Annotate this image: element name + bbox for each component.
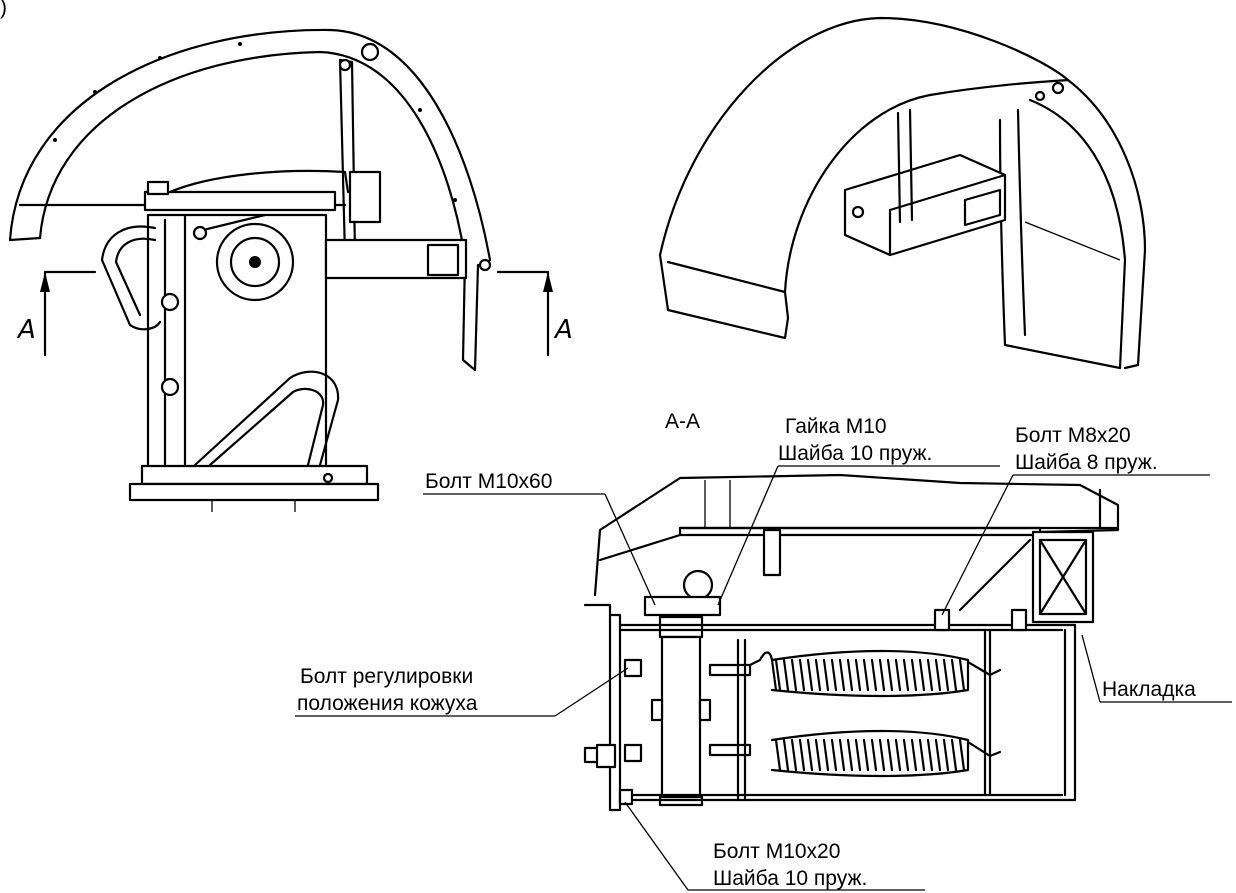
callout-bolt-m10x20: Болт М10х20 Шайба 10 пруж. [624, 801, 925, 891]
spring-upper [708, 649, 1002, 698]
rear-handle [193, 370, 340, 467]
side-extension [324, 238, 468, 280]
callout-overlay-plate: Накладка [1081, 634, 1232, 703]
riving-arm [335, 58, 357, 270]
saw-base [128, 464, 380, 512]
section-marker-right: А [496, 270, 573, 357]
callout-bolt-m10x60-text: Болт М10х60 [425, 470, 552, 493]
section-marker-left: А [16, 270, 97, 357]
callout-bolt-m8x20-text: Болт М8х20 [1015, 424, 1131, 447]
handle-left [100, 225, 180, 397]
section-aa-view [583, 473, 1120, 812]
callout-nut-m10-text: Гайка М10 [785, 415, 887, 438]
callout-bolt-m10x60: Болт М10х60 [423, 470, 656, 606]
callout-overlay-plate-text: Накладка [1102, 678, 1196, 701]
blade-guard-arc [8, 28, 492, 372]
saw-body [146, 213, 328, 472]
mounting-box-iso [843, 108, 1007, 257]
callout-adjust-bolt-line1: Болт регулировки [300, 665, 473, 688]
bolts-section [583, 608, 1028, 806]
callout-washer-10-bottom-text: Шайба 10 пруж. [713, 867, 867, 890]
section-letter-left: А [16, 315, 36, 345]
spring-housing [583, 603, 1077, 812]
front-view: А А [8, 28, 573, 512]
callout-washer-8-text: Шайба 8 пруж. [1015, 451, 1158, 474]
callout-adjust-bolt: Болт регулировки положения кожуха [295, 665, 629, 717]
section-letter-right: А [553, 315, 573, 345]
section-title: А-А [665, 410, 700, 433]
spring-lower [708, 729, 1002, 778]
figure-marker: ) [0, 0, 7, 19]
callout-nut-m10: Гайка М10 Шайба 10 пруж. [717, 415, 1000, 606]
callout-bolt-m10x20-text: Болт М10х20 [713, 840, 840, 863]
isometric-view [658, 16, 1147, 370]
table-top [143, 169, 382, 224]
callout-washer-10-top-text: Шайба 10 пруж. [778, 442, 932, 465]
guard-shell-iso [658, 16, 1147, 370]
table-plate-section [593, 473, 1120, 612]
guard-inner-frame [998, 108, 1122, 370]
callout-adjust-bolt-line2: положения кожуха [297, 692, 478, 715]
callout-bolt-m8x20: Болт М8х20 Шайба 8 пруж. [941, 424, 1210, 616]
square-tube-section [1031, 530, 1095, 624]
